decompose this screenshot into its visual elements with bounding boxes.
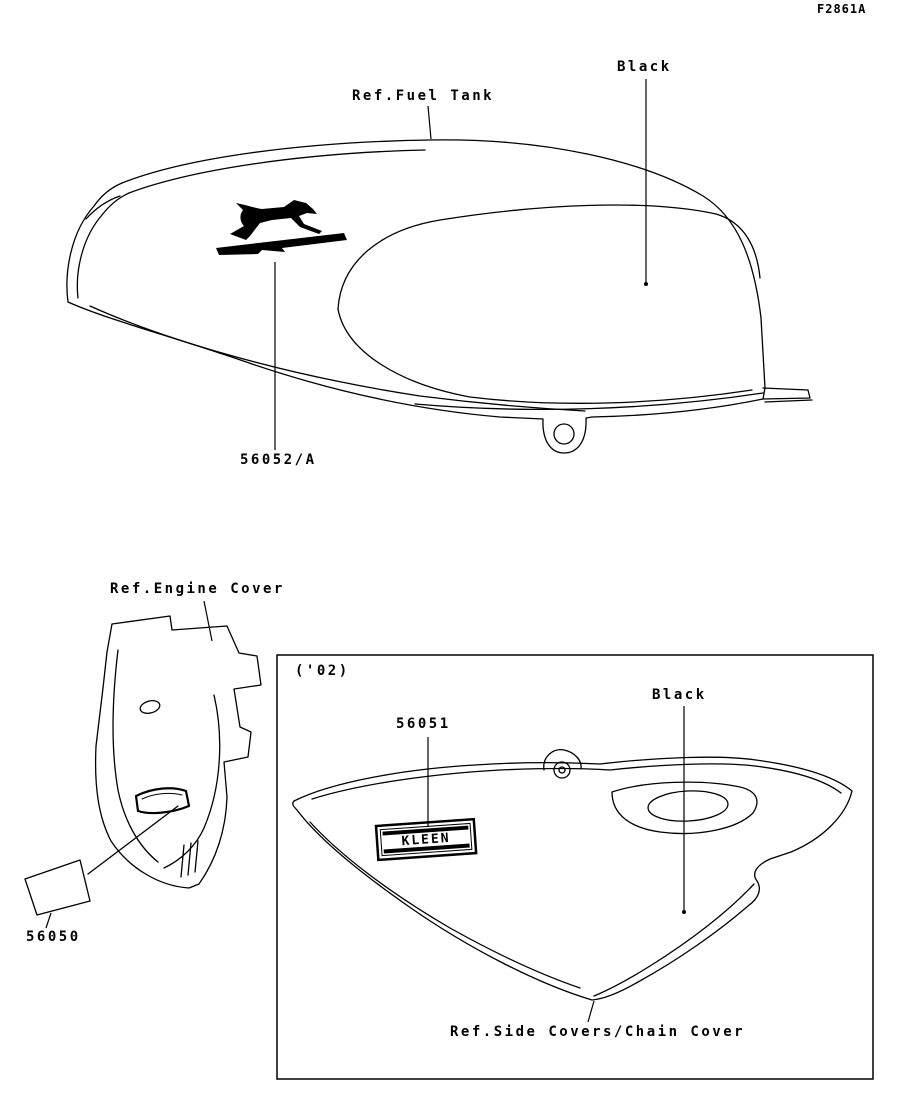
tank-outline [66, 139, 766, 454]
engine-cover-inner-right [163, 694, 221, 869]
year-label: ('02) [295, 663, 350, 679]
side-cover-inner-top [311, 763, 842, 800]
side-cover-drawing [292, 749, 853, 1001]
side-cover-outline [292, 756, 853, 1001]
decal-piece-56050 [24, 859, 91, 916]
tank-emblem [216, 200, 347, 255]
engine-cover-knob [139, 700, 161, 714]
leader-black-side-dot [682, 910, 686, 914]
part-number-56051: 56051 [396, 716, 451, 732]
tank-inner-bottom [89, 305, 586, 412]
engine-cover-hatch [180, 840, 199, 878]
leader-56050 [45, 912, 52, 929]
tank-panel-lower [337, 308, 753, 404]
leader-ref-fuel-tank [427, 105, 432, 140]
kleen-decal-inner-border [379, 822, 473, 857]
kleen-decal: KLEEN [374, 817, 478, 862]
leader-piece-to-cover [87, 805, 179, 875]
tank-tab-hole [553, 423, 575, 445]
leader-lines [45, 79, 686, 1023]
side-cover-recess [611, 781, 758, 835]
side-cover-tab-hole-inner [558, 766, 566, 774]
side-cover-tab [543, 749, 582, 771]
side-cover-recess-oval [647, 790, 729, 822]
leader-black-tank-dot [644, 282, 648, 286]
side-cover-inner-bottom-right [593, 883, 755, 997]
side-cover-box [276, 654, 874, 1080]
emblem-banner [216, 233, 347, 255]
ref-side-covers-label: Ref.Side Covers/Chain Cover [450, 1024, 746, 1040]
leader-ref-engine-cover [203, 600, 213, 642]
engine-cover-slot-inner [141, 792, 183, 800]
engine-cover-drawing [24, 615, 262, 916]
fuel-tank-drawing [66, 139, 813, 454]
tank-panel-upper [337, 204, 761, 310]
black-label-tank: Black [617, 59, 672, 75]
tank-left-detail [85, 195, 121, 220]
side-cover-inner-bottom-left [309, 821, 581, 989]
engine-cover-outline [94, 615, 262, 889]
ref-fuel-tank-label: Ref.Fuel Tank [352, 88, 495, 104]
kleen-decal-text: KLEEN [401, 831, 451, 849]
kleen-decal-stripe-top [382, 825, 469, 836]
tank-bottom-double-line [414, 392, 764, 411]
tank-inner-top [76, 149, 426, 299]
engine-cover-slot [134, 787, 191, 815]
ref-engine-cover-label: Ref.Engine Cover [110, 581, 285, 597]
kleen-decal-stripe-bottom [383, 843, 470, 854]
figure-code: F2861A [817, 2, 867, 16]
part-number-56052: 56052/A [240, 452, 317, 468]
horse-silhouette [230, 200, 322, 240]
black-label-side-cover: Black [652, 687, 707, 703]
leader-ref-side-covers [587, 1000, 595, 1023]
tank-right-bracket [762, 387, 813, 403]
part-number-56050: 56050 [26, 929, 81, 945]
engine-cover-inner-left [112, 649, 159, 863]
side-cover-tab-hole-outer [553, 761, 571, 779]
